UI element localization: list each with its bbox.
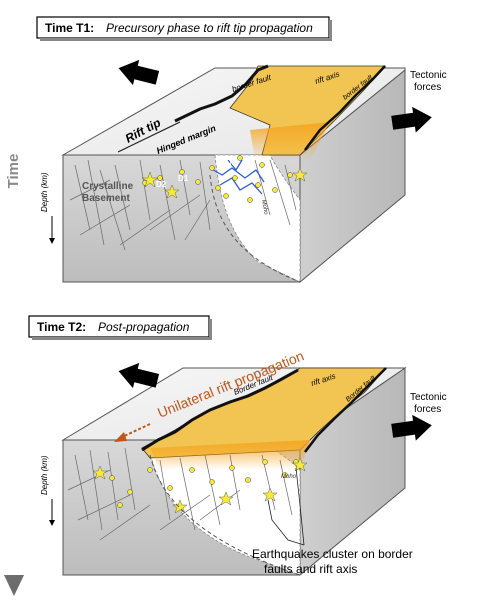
t1-label-tectonic: Tectonic — [410, 70, 447, 81]
t1-quake — [179, 169, 185, 175]
time-axis-label: Time — [5, 154, 22, 189]
t1-quake — [255, 182, 261, 188]
t1-force-arrow-left-icon — [118, 59, 160, 86]
t1-stars — [141, 167, 308, 199]
t1-quake — [237, 155, 243, 161]
time-axis-label-bg — [4, 150, 24, 192]
t2-quake — [282, 472, 288, 478]
t1-border-fault-left — [174, 64, 269, 123]
t1-moho-line — [209, 174, 301, 283]
t1-quake — [272, 187, 278, 193]
t2-quake — [245, 477, 251, 483]
t1-quake — [247, 197, 253, 203]
t2-time-label: Time T2: — [37, 320, 86, 334]
t2-quake — [147, 467, 153, 473]
t1-force-arrow-right-icon — [391, 106, 432, 133]
t2-force-arrow-left-icon — [118, 362, 160, 389]
t1-border-fault-right — [304, 65, 386, 151]
t1-label-d1: D1 — [178, 174, 189, 183]
t2-star — [172, 499, 188, 514]
t1-quake — [287, 172, 293, 178]
t2-star — [262, 487, 278, 502]
t1-quake — [259, 162, 265, 168]
t2-depth-arrow-icon — [49, 520, 55, 526]
t1-star — [292, 167, 308, 182]
t2-quake — [229, 465, 235, 471]
t2-border-fault-left — [141, 368, 299, 452]
t1-dykes — [209, 159, 265, 195]
t1-basin-glow — [250, 122, 330, 160]
t1-earthquakes — [142, 155, 293, 203]
t2-quake — [127, 489, 133, 495]
t1-quake — [232, 175, 238, 181]
t1-quake — [215, 185, 221, 191]
t2-callout-line-1 — [267, 499, 305, 546]
t2-border-fault-right — [304, 367, 387, 453]
t2-quake — [189, 467, 195, 473]
t2-label-earthquakes-line1: Earthquakes cluster on border — [252, 547, 413, 561]
t2-quake — [117, 502, 123, 508]
t1-label-forces: forces — [414, 82, 441, 93]
t1-phase-label: Precursory phase to rift tip propagation — [106, 21, 313, 35]
t2-star — [92, 465, 108, 480]
t1-quake — [209, 165, 215, 171]
t2-propagation-arrowhead-icon — [114, 432, 127, 442]
t2-earthquakes — [109, 459, 299, 508]
t1-quake — [223, 193, 229, 199]
t1-label-d2-left: D2 — [156, 180, 167, 189]
t2-quake — [262, 459, 268, 465]
t2-star — [218, 491, 234, 506]
t1-star — [164, 184, 180, 199]
t1-rift-tip-arrow — [117, 121, 181, 153]
panel-t2: Time T2: Post-propagation — [28, 315, 447, 577]
t1-star — [141, 171, 159, 188]
t2-callout-line-2 — [295, 467, 305, 546]
t2-stars — [92, 457, 308, 514]
t2-quake — [109, 475, 115, 481]
t2-star — [292, 457, 308, 472]
t1-time-label: Time T1: — [45, 21, 94, 35]
panel-t1: Time T1: Precursory phase to rift tip pr… — [36, 16, 447, 284]
t2-label-earthquakes-line2: faults and rift axis — [264, 562, 357, 576]
t1-cutaway — [214, 154, 301, 283]
t2-label-forces: forces — [414, 404, 441, 415]
time-axis-arrowhead-icon — [4, 575, 24, 596]
t2-label-moho: Moho — [281, 474, 297, 480]
time-axis: Time — [4, 14, 24, 596]
t1-label-moho: Moho — [260, 199, 269, 215]
t1-quake — [195, 179, 201, 185]
t2-phase-label: Post-propagation — [98, 320, 190, 334]
t2-force-arrow-right-icon — [391, 414, 432, 441]
t2-label-depth: Depth (km) — [40, 455, 49, 495]
t1-label-basement: Basement — [82, 193, 130, 204]
t1-label-crystalline: Crystalline — [82, 181, 134, 192]
t1-label-depth: Depth (km) — [40, 172, 49, 212]
t2-label-tectonic: Tectonic — [410, 392, 447, 403]
t1-label-d2: D2 — [226, 158, 237, 167]
t2-quake — [167, 485, 173, 491]
t2-quake — [209, 479, 215, 485]
t1-depth-arrow-icon — [49, 238, 55, 244]
t1-fault-traces — [69, 159, 297, 251]
